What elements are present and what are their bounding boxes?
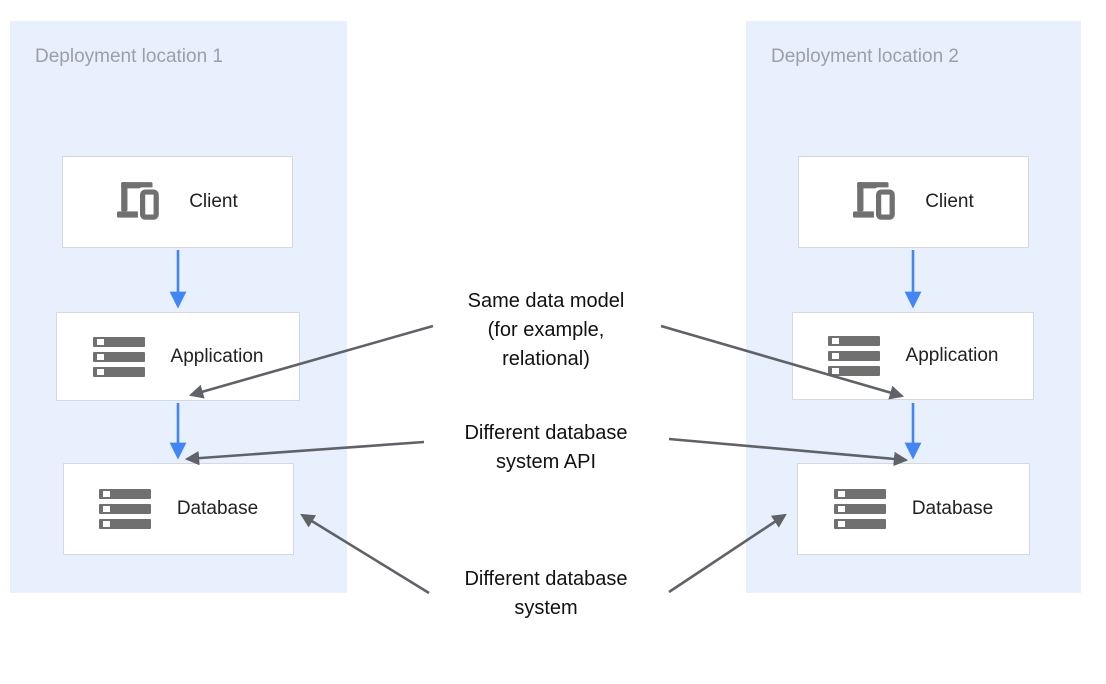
node-application-2: Application bbox=[792, 312, 1034, 400]
node-label: Database bbox=[911, 498, 994, 519]
annotation-same-data-model: Same data model (for example, relational… bbox=[467, 290, 625, 370]
panel-title-2: Deployment location 2 bbox=[771, 46, 959, 67]
node-label: Client bbox=[189, 191, 238, 212]
node-label: Database bbox=[176, 498, 259, 519]
node-label: Application bbox=[905, 345, 999, 366]
server-stack-icon bbox=[833, 489, 886, 529]
node-client-1: Client bbox=[62, 156, 293, 248]
devices-icon bbox=[117, 181, 163, 223]
devices-icon bbox=[853, 181, 899, 223]
annotation-different-db-api: Different database system API bbox=[464, 422, 628, 473]
server-stack-icon bbox=[98, 489, 151, 529]
server-stack-icon bbox=[92, 336, 145, 377]
node-database-1: Database bbox=[63, 463, 294, 555]
node-label: Client bbox=[925, 191, 974, 212]
annotation-different-db-system: Different database system bbox=[464, 568, 628, 619]
node-database-2: Database bbox=[797, 463, 1030, 555]
server-stack-icon bbox=[827, 336, 880, 376]
node-label: Application bbox=[170, 345, 264, 367]
panel-title-1: Deployment location 1 bbox=[35, 46, 223, 67]
node-client-2: Client bbox=[798, 156, 1029, 248]
node-application-1: Application bbox=[56, 312, 300, 401]
